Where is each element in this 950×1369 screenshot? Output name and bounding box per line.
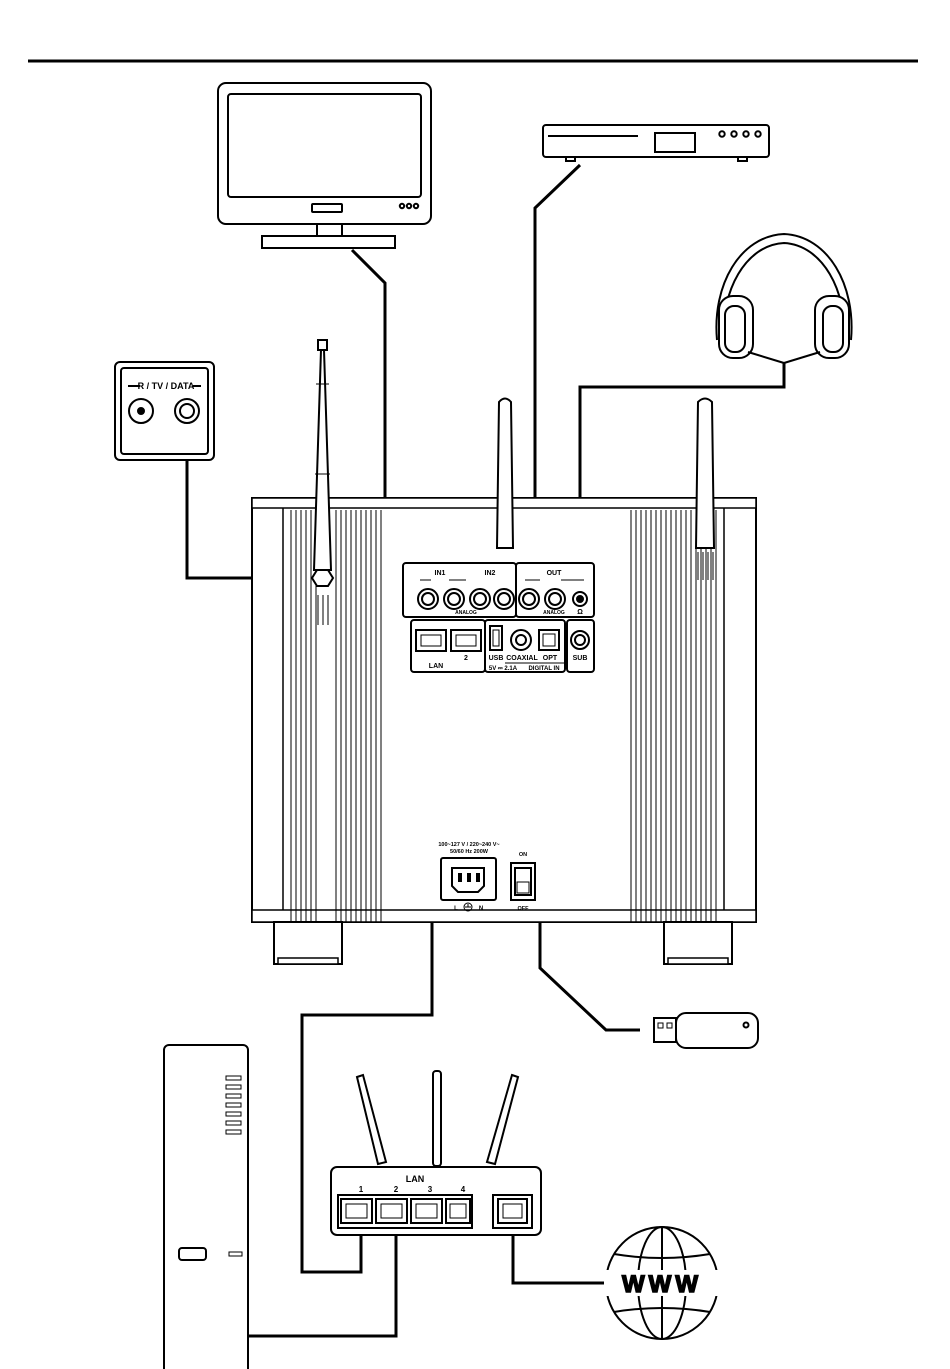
out-label: OUT — [547, 570, 563, 577]
in1-label: IN1 — [435, 570, 446, 577]
in2-label: IN2 — [485, 570, 496, 577]
switch-on-label: ON — [519, 852, 527, 858]
analog-out-label: ANALOG — [543, 610, 565, 616]
wall-socket-label: R / TV / DATA — [138, 381, 195, 391]
analog-input-panel — [403, 563, 516, 617]
router-wan-port[interactable] — [493, 1195, 532, 1228]
cd-player — [543, 125, 769, 161]
router-lan-label: LAN — [406, 1174, 425, 1184]
switch-off-label: OFF — [518, 906, 530, 912]
fm-antenna — [312, 340, 333, 625]
analog-in-label: ANALOG — [455, 610, 477, 616]
router-antenna-right — [487, 1075, 518, 1164]
power-rating-line2: 50/60 Hz 200W — [450, 849, 489, 855]
router-port-2-label: 2 — [394, 1185, 399, 1194]
power-rating-line1: 100~127 V / 220~240 V~ — [438, 842, 499, 848]
main-device: IN1 IN2 ANALOG OUT ANALOG Ω LAN 2 — [252, 340, 756, 964]
coaxial-label: COAXIAL — [506, 655, 538, 662]
router-lan-port-1[interactable] — [341, 1199, 372, 1223]
wifi-antenna-left — [497, 399, 513, 549]
usb-stick — [654, 1013, 758, 1048]
power-l-label: L — [454, 906, 458, 912]
internet-label: WWW — [622, 1271, 702, 1298]
power-switch[interactable] — [511, 863, 535, 900]
modem — [164, 1045, 248, 1369]
sub-panel — [567, 620, 594, 672]
usb-label: USB — [489, 655, 504, 662]
router-antenna-left — [357, 1075, 386, 1164]
tv — [218, 83, 431, 248]
router-lan-port-2[interactable] — [376, 1199, 407, 1223]
power-inlet[interactable] — [441, 858, 496, 900]
digital-panel — [485, 620, 565, 672]
lan-port-2-label: 2 — [464, 655, 468, 662]
router-port-3-label: 3 — [428, 1185, 433, 1194]
router-lan-port-3[interactable] — [411, 1199, 442, 1223]
headphone-icon: Ω — [577, 609, 583, 616]
router-port-1-label: 1 — [359, 1185, 364, 1194]
sub-label: SUB — [573, 655, 588, 662]
lan-label: LAN — [429, 663, 443, 670]
router — [331, 1071, 541, 1235]
opt-label: OPT — [543, 655, 558, 662]
headphones — [716, 234, 851, 363]
lan-panel — [411, 620, 485, 672]
digital-in-label: DIGITAL IN — [528, 666, 559, 672]
usb-rating-label: 5V ⎓ 2.1A — [489, 666, 518, 672]
wall-socket — [115, 362, 214, 460]
router-lan-port-4[interactable] — [446, 1199, 470, 1223]
router-port-4-label: 4 — [461, 1185, 466, 1194]
power-n-label: N — [479, 906, 483, 912]
